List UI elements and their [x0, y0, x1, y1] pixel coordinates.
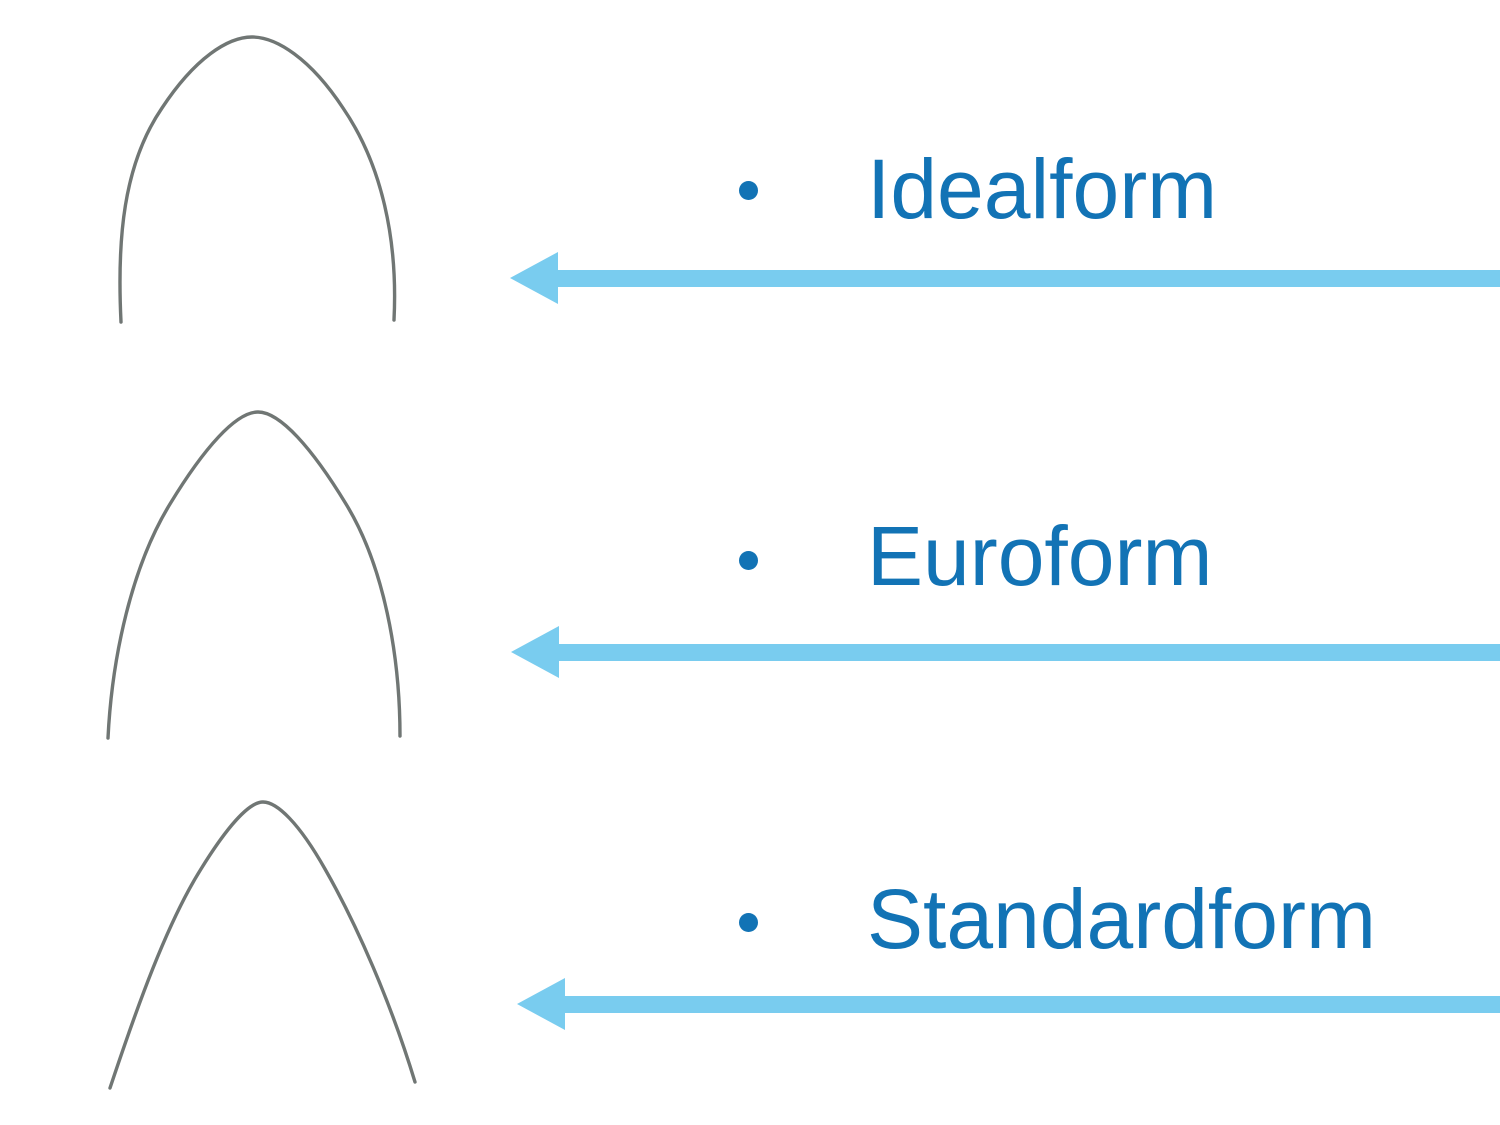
bullet-dot [739, 551, 758, 570]
idealform-archwire-curve-icon [118, 35, 397, 324]
label-idealform: Idealform [867, 142, 1218, 236]
left-arrow-standardform [517, 978, 1500, 1030]
standardform-archwire-curve-icon [108, 800, 417, 1090]
arrow-shaft [555, 643, 1500, 661]
arrow-head-icon [510, 252, 558, 304]
left-arrow-idealform [510, 252, 1500, 304]
euroform-archwire-curve-icon [106, 410, 402, 740]
arrow-head-icon [517, 978, 565, 1030]
bullet-dot [739, 913, 758, 932]
arrow-shaft [561, 995, 1500, 1013]
arrow-shaft [554, 269, 1500, 287]
label-standardform: Standardform [867, 872, 1376, 966]
left-arrow-euroform [511, 626, 1500, 678]
bullet-dot [739, 181, 758, 200]
label-euroform: Euroform [867, 509, 1213, 603]
arrow-head-icon [511, 626, 559, 678]
